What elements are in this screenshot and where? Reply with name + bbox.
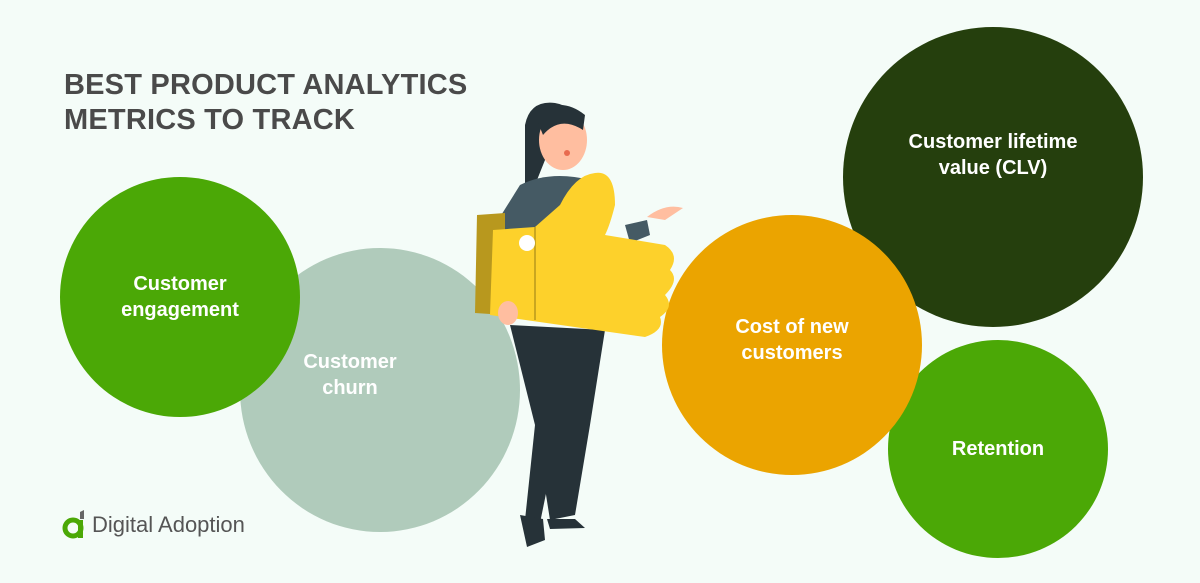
woman-thumbs-up-illustration [475, 102, 683, 547]
title-line-2: METRICS TO TRACK [64, 104, 356, 136]
title-line-1: BEST PRODUCT ANALYTICS [64, 69, 468, 101]
digital-adoption-logo-icon [62, 510, 84, 539]
metric-customer-lifetime-value: Customer lifetime value (CLV) [843, 27, 1143, 327]
metric-label: Customer churn [303, 351, 397, 399]
metric-label: Customer lifetime value (CLV) [908, 130, 1078, 179]
metric-label: Retention [951, 438, 1045, 460]
metric-retention: Retention [888, 340, 1108, 558]
page-title: BEST PRODUCT ANALYTICS METRICS TO TRACK [64, 68, 467, 138]
metric-cost-of-new-customers: Cost of new customers [662, 215, 922, 475]
brand-name: Digital Adoption [92, 512, 245, 537]
brand-logo: Digital Adoption [62, 510, 245, 540]
metric-label: Cost of new customers [735, 316, 849, 364]
metric-customer-engagement: Customer engagement [60, 177, 300, 417]
metric-label: Customer engagement [121, 273, 239, 321]
